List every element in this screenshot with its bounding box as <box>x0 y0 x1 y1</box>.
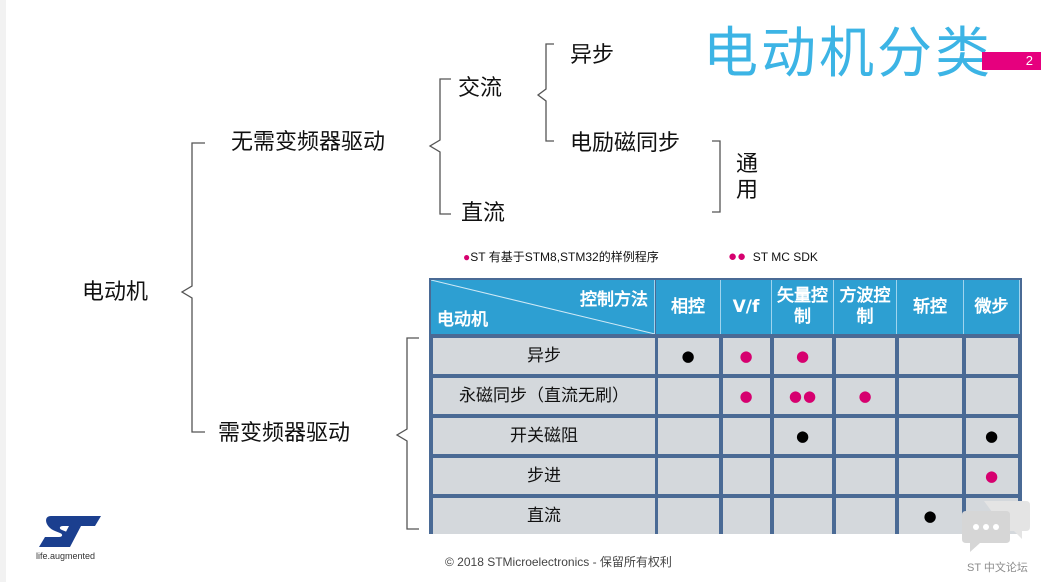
matrix-corner-header: 控制方法 电动机 <box>431 280 655 334</box>
support-dot-icon: ● <box>923 507 938 525</box>
header-control-method: 控制方法 <box>580 290 648 310</box>
tree-no-drive: 无需变频器驱动 <box>231 130 386 155</box>
matrix-cell <box>723 498 770 534</box>
tree-ac: 交流 <box>458 76 503 101</box>
matrix-cell: ● <box>723 378 770 414</box>
matrix-row-label: 开关磁阻 <box>433 418 655 454</box>
logo-tagline: life.augmented <box>36 551 96 561</box>
matrix-cell <box>836 418 895 454</box>
forum-chat-icon <box>962 501 1030 552</box>
matrix-cell: ● <box>899 498 962 534</box>
matrix-cell <box>774 498 832 534</box>
support-dot-icon: ● <box>681 347 696 365</box>
column-header: 矢量控制 <box>772 280 834 334</box>
matrix-cell: ● <box>658 338 719 374</box>
legend-st-samples: ●ST 有基于STM8,STM32的样例程序 <box>463 249 659 265</box>
column-header: 相控 <box>656 280 721 334</box>
matrix-cell <box>723 418 770 454</box>
support-dot-icon: ● <box>984 427 1000 445</box>
legend-mc-sdk-text: ST MC SDK <box>752 250 818 264</box>
matrix-cell <box>899 458 962 494</box>
matrix-cell <box>899 338 962 374</box>
page-number: 2 <box>1025 53 1033 68</box>
legend-st-samples-text: ST 有基于STM8,STM32的样例程序 <box>470 250 659 264</box>
tree-async: 异步 <box>570 43 615 68</box>
tree-root-motor: 电动机 <box>82 280 149 305</box>
column-header: 微步 <box>964 280 1020 334</box>
matrix-row-label: 异步 <box>433 338 655 374</box>
matrix-row-label: 永磁同步（直流无刷） <box>433 378 655 414</box>
column-header: 斩控 <box>897 280 964 334</box>
st-logo <box>39 516 101 547</box>
matrix-cell <box>723 458 770 494</box>
matrix-cell: ● <box>836 378 895 414</box>
support-dot-icon: ● <box>739 387 754 405</box>
matrix-cell <box>966 338 1018 374</box>
matrix-cell <box>658 498 719 534</box>
column-header: V/f <box>721 280 772 334</box>
support-dot-icon: ● <box>984 467 1000 485</box>
matrix-cell: ●● <box>774 378 832 414</box>
matrix-cell <box>899 418 962 454</box>
corner-diagonal <box>431 280 655 334</box>
slide-left-edge <box>0 0 6 582</box>
drive-bracket <box>395 337 419 530</box>
support-dot-icon: ● <box>858 387 873 405</box>
page-number-tag: 2 <box>982 52 1041 70</box>
support-dot-icon: ● <box>739 347 754 365</box>
legend-mc-sdk: ●● ST MC SDK <box>728 249 818 265</box>
support-dot-icon: ●● <box>788 387 818 405</box>
matrix-cell <box>836 498 895 534</box>
root-bracket <box>180 142 205 433</box>
matrix-cell <box>899 378 962 414</box>
matrix-cell <box>836 458 895 494</box>
matrix-cell <box>966 378 1018 414</box>
matrix-cell: ● <box>966 418 1018 454</box>
matrix-row-label: 步进 <box>433 458 655 494</box>
matrix-cell <box>836 338 895 374</box>
copyright-text: © 2018 STMicroelectronics - 保留所有权利 <box>445 555 672 569</box>
no-drive-bracket <box>428 78 451 215</box>
forum-watermark: ST 中文论坛 <box>967 562 1028 574</box>
tree-excited-sync: 电励磁同步 <box>570 131 681 156</box>
support-dot-icon: ● <box>795 347 811 365</box>
matrix-cell <box>658 378 719 414</box>
ac-bracket <box>536 43 554 142</box>
matrix-cell: ● <box>723 338 770 374</box>
tree-general-use: 通用 <box>735 152 758 203</box>
matrix-cell <box>658 458 719 494</box>
matrix-cell <box>774 458 832 494</box>
general-use-bracket <box>712 140 721 213</box>
slide-title: 电动机分类 <box>703 21 994 85</box>
tree-dc: 直流 <box>461 201 506 226</box>
header-motor: 电动机 <box>437 310 488 330</box>
support-dot-icon: ● <box>795 427 811 445</box>
matrix-cell: ● <box>774 338 832 374</box>
matrix-row-label: 直流 <box>433 498 655 534</box>
column-header: 方波控制 <box>834 280 897 334</box>
matrix-cell: ● <box>966 458 1018 494</box>
matrix-cell <box>658 418 719 454</box>
tree-drive: 需变频器驱动 <box>218 421 351 446</box>
legend-dot-icon: ● <box>463 250 471 264</box>
legend-double-dot-icon: ●● <box>728 248 747 265</box>
matrix-cell: ● <box>774 418 832 454</box>
